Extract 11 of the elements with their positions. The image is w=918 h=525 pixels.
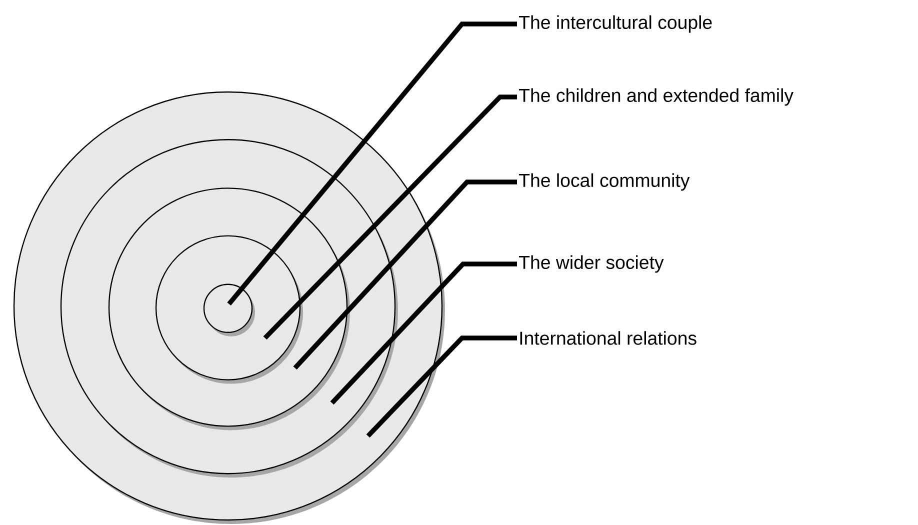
leader-line [263,94,517,340]
label-text: International relations [520,331,696,345]
leader-line [330,262,517,405]
leader-line [293,180,517,370]
label-text: The wider society [519,255,664,273]
label-text: The local community [519,173,690,191]
label-text: The children and extended family [519,88,794,106]
label-text: The intercultural couple [519,15,712,33]
circle [203,284,253,333]
leader-line [227,22,517,306]
leader-line [366,336,517,438]
